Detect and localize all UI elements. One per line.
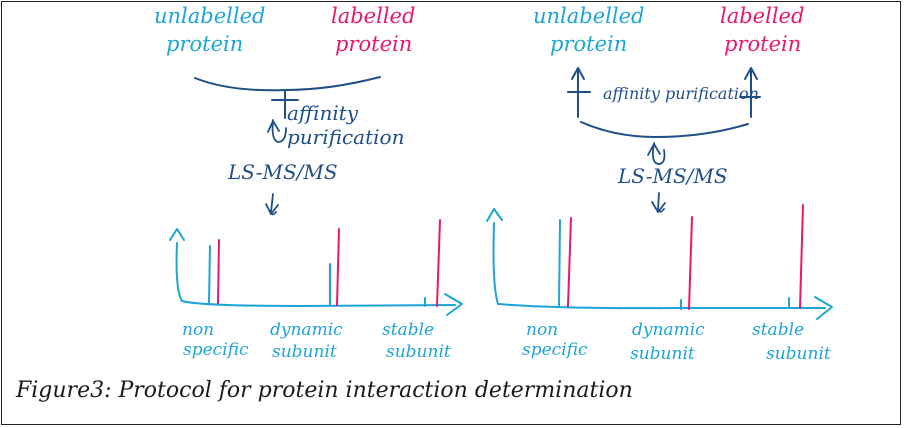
right-peak-3-labelled (799, 204, 804, 309)
right-category-2-line2: subunit (630, 344, 695, 364)
right-category-1-line1: non (526, 320, 559, 340)
left-peak-2-labelled (336, 228, 340, 306)
right-arrow-2 (651, 192, 666, 213)
left-category-1-line2: specific (183, 340, 249, 360)
left-peak-3-labelled (436, 219, 441, 307)
right-peak-1-labelled (567, 217, 572, 307)
left-peak-1-labelled (217, 239, 220, 304)
right-y-arrowhead (486, 208, 503, 222)
right-unlabelled-arrowhead (571, 67, 585, 80)
right-merge-bracket (580, 121, 749, 138)
left-category-1-line1: non (182, 320, 215, 340)
right-labelled-label-line1: labelled (720, 4, 805, 28)
right-labelled-arrowhead (744, 67, 758, 80)
right-x-arrowhead (814, 296, 833, 320)
left-arrow-2 (265, 193, 279, 216)
left-unlabelled-label-line1: unlabelled (154, 4, 266, 28)
left-bar-marker (271, 99, 299, 119)
right-step1-label: affinity purification (603, 84, 759, 103)
right-labelled-label-line2: protein (724, 32, 802, 56)
left-peak-1-unlabelled (208, 245, 211, 304)
left-x-arrowhead (444, 293, 463, 316)
left-labelled-label-line2: protein (335, 32, 413, 56)
left-category-2-line2: subunit (272, 342, 337, 362)
left-y-arrowhead (169, 228, 185, 241)
right-y-axis (492, 222, 499, 305)
left-step2-label: LS-MS/MS (228, 160, 338, 184)
right-step2-label: LS-MS/MS (618, 164, 728, 188)
figure-caption: Figure3: Protocol for protein interactio… (16, 378, 633, 403)
right-category-2-line1: dynamic (632, 320, 705, 340)
right-peak-2-labelled (688, 216, 693, 310)
left-category-3-line1: stable (382, 320, 435, 340)
right-unlabelled-label-line1: unlabelled (533, 4, 645, 28)
right-peak-1-unlabelled (558, 219, 561, 307)
left-y-axis (175, 242, 183, 302)
left-category-3-line2: subunit (386, 342, 451, 362)
left-labelled-label-line1: labelled (331, 4, 416, 28)
right-arrow-1 (647, 142, 666, 165)
right-category-3-line1: stable (752, 320, 805, 340)
left-x-axis (181, 300, 456, 307)
left-unlabelled-label-line2: protein (166, 32, 244, 56)
right-x-axis (497, 303, 826, 310)
left-category-2-line1: dynamic (270, 320, 343, 340)
right-category-3-line2: subunit (766, 344, 831, 364)
left-merge-bracket (194, 76, 381, 92)
right-category-1-line2: specific (522, 340, 588, 360)
left-step1-line1: affinity (287, 101, 359, 125)
left-step1-line2: purification (287, 125, 405, 149)
right-unlabelled-label-line2: protein (550, 32, 628, 56)
left-arrow-1 (267, 119, 287, 143)
